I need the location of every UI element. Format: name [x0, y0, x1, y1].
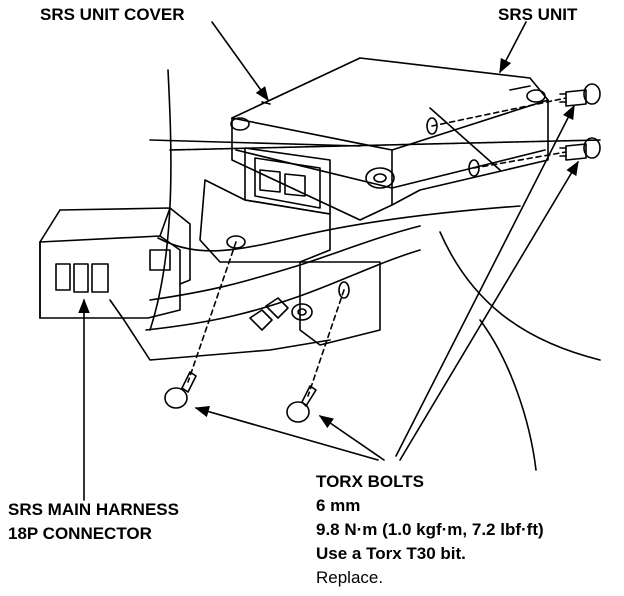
alignment-lines	[187, 97, 567, 397]
harness-cable	[145, 225, 421, 331]
mounting-bracket	[109, 179, 381, 361]
torx-bolts-size: 6 mm	[316, 496, 361, 515]
harness-connector-label-line1: SRS MAIN HARNESS	[8, 500, 179, 519]
torx-bolt-upper	[559, 83, 601, 107]
srs-unit-box	[230, 57, 549, 221]
torx-bolts-title: TORX BOLTS	[316, 472, 424, 491]
srs-unit-cover-label: SRS UNIT COVER	[40, 5, 185, 24]
callout-arrows	[78, 21, 579, 501]
srs-unit-label: SRS UNIT	[498, 5, 578, 24]
torx-bolt-middle	[559, 137, 601, 161]
torx-bolts-torque: 9.8 N·m (1.0 kgf·m, 7.2 lbf·ft)	[316, 520, 544, 539]
torx-bolt-lower-left	[164, 371, 197, 409]
harness-connector	[39, 207, 191, 319]
torx-bolts-replace-note: Replace.	[316, 568, 384, 587]
torx-bolts-bit: Use a Torx T30 bit.	[316, 544, 466, 563]
vehicle-body-outline	[149, 69, 601, 471]
harness-connector-label-line2: 18P CONNECTOR	[8, 524, 152, 543]
torx-bolt-lower-center	[286, 385, 317, 423]
